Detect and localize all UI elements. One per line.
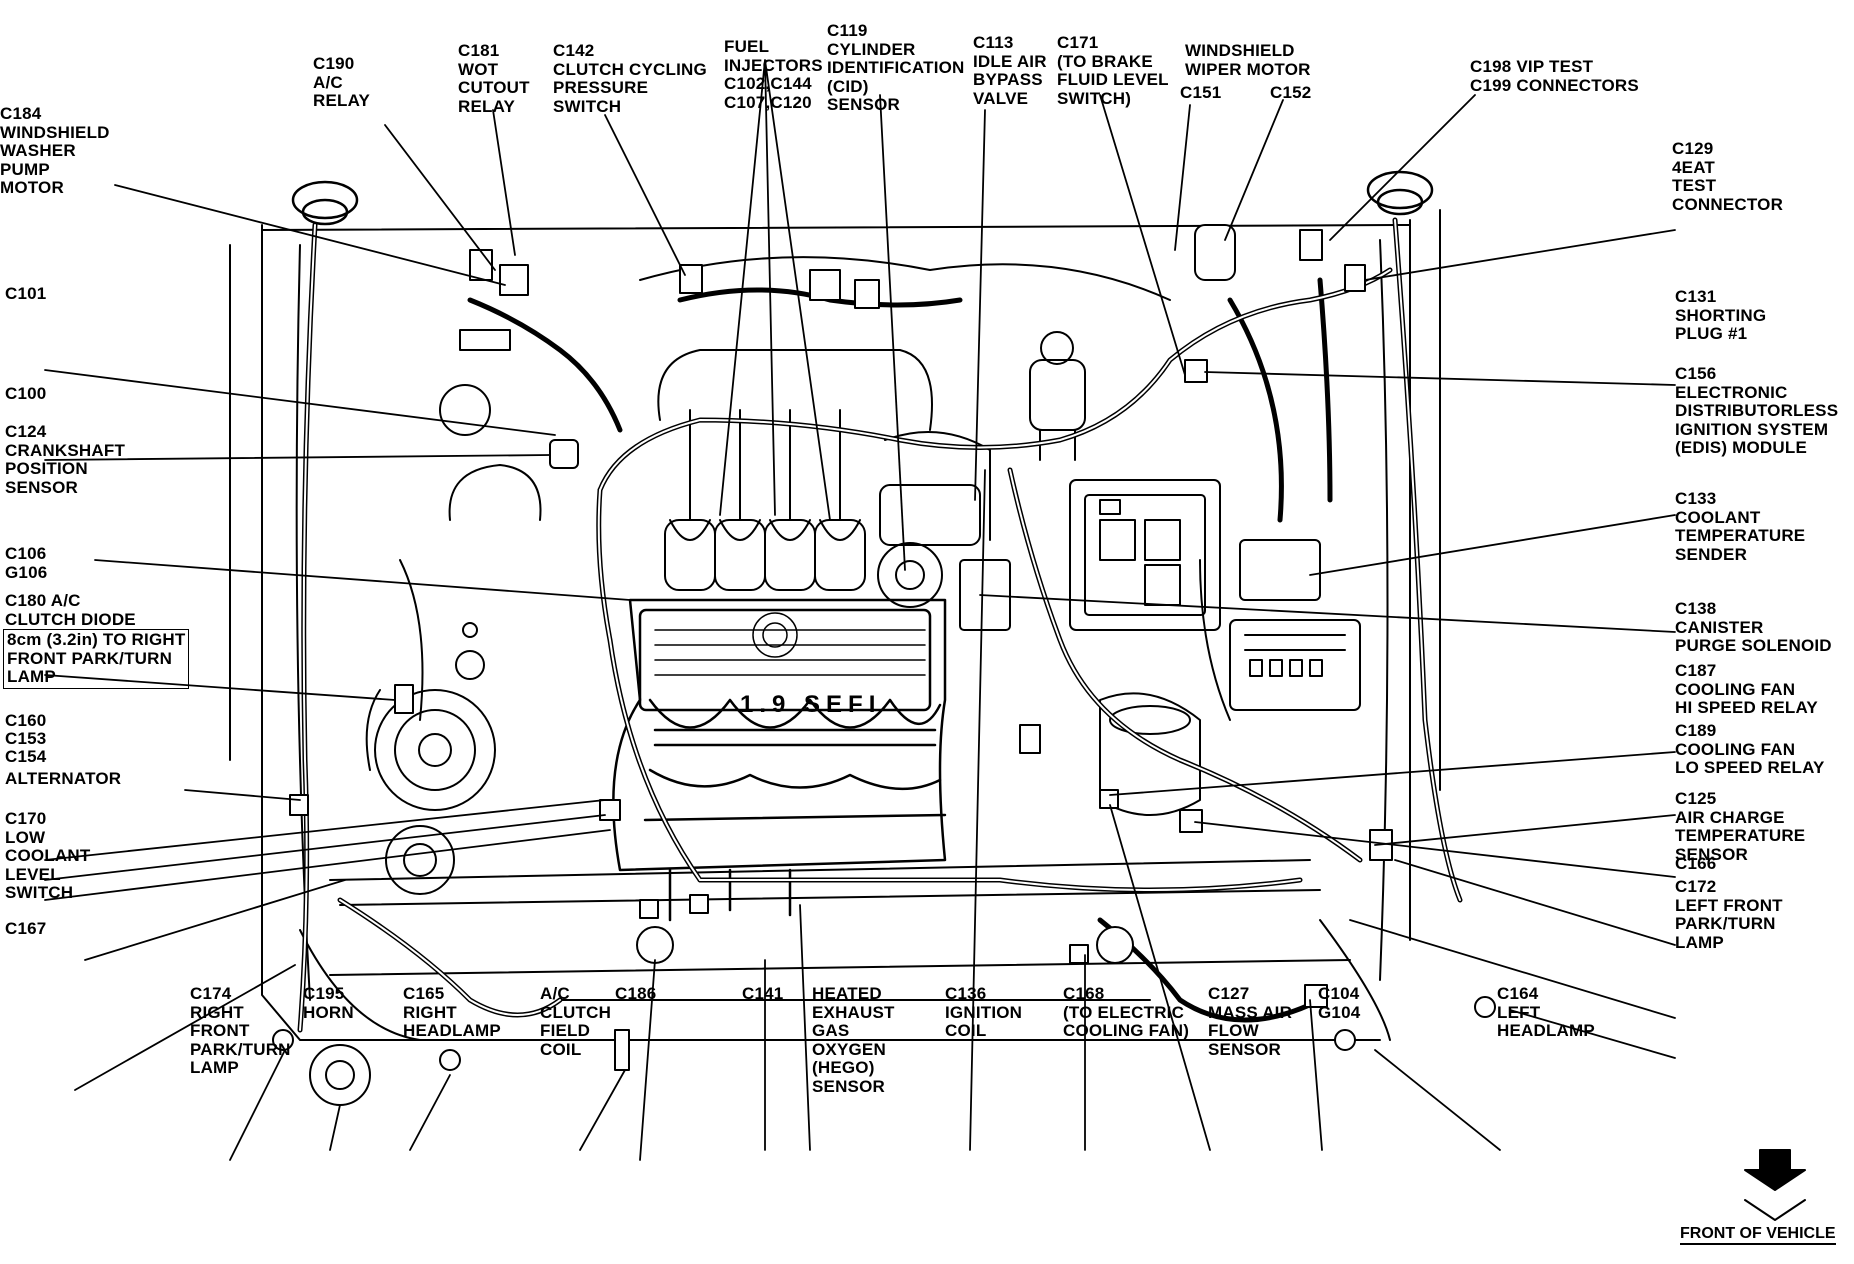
- label-ac-clutch-field-coil: A/C CLUTCH FIELD COIL: [540, 984, 612, 1059]
- label-c127: C127 MASS AIR FLOW SENSOR: [1208, 984, 1293, 1059]
- label-alternator: ALTERNATOR: [5, 769, 122, 788]
- label-c141: C141: [742, 984, 784, 1003]
- label-c195: C195 HORN: [303, 984, 354, 1022]
- harness-inner: [299, 219, 1461, 1031]
- front-of-vehicle-label: FRONT OF VEHICLE: [1680, 1225, 1836, 1245]
- label-c164: C164 LEFT HEADLAMP: [1497, 984, 1595, 1040]
- label-c156: C156 ELECTRONIC DISTRIBUTORLESS IGNITION…: [1675, 364, 1839, 457]
- label-c124: C124 CRANKSHAFT POSITION SENSOR: [5, 422, 126, 497]
- label-8cm-note: 8cm (3.2in) TO RIGHT FRONT PARK/TURN LAM…: [3, 629, 190, 689]
- label-c138: C138 CANISTER PURGE SOLENOID: [1675, 599, 1832, 655]
- label-c187: C187 COOLING FAN HI SPEED RELAY: [1675, 661, 1818, 717]
- label-c167: C167: [5, 919, 47, 938]
- canister: [1099, 692, 1201, 816]
- label-c101: C101: [5, 284, 47, 303]
- coolant-reservoir: [439, 384, 542, 521]
- label-c181: C181 WOT CUTOUT RELAY: [458, 41, 530, 116]
- label-c131: C131 SHORTING PLUG #1: [1675, 287, 1767, 343]
- label-c165: C165 RIGHT HEADLAMP: [403, 984, 501, 1040]
- label-c154: C154: [5, 747, 47, 766]
- engine-badge: 1.9 SEFI: [740, 691, 881, 718]
- ac-compressor: [365, 689, 496, 811]
- label-c113: C113 IDLE AIR BYPASS VALVE: [973, 33, 1047, 108]
- engine-block: [612, 598, 947, 922]
- strut-caps: [291, 170, 1434, 226]
- label-c104: C104 G104: [1318, 984, 1361, 1022]
- front-arrow-icon: [1744, 1149, 1806, 1221]
- vehicle-body-outline: [229, 209, 1441, 1041]
- label-c180: C180 A/C CLUTCH DIODE: [5, 591, 136, 629]
- label-c151: C151: [1180, 83, 1222, 102]
- label-c184: C184 WINDSHIELD WASHER PUMP MOTOR: [0, 104, 110, 197]
- leader-lines: [44, 59, 1676, 1161]
- label-c172: C172 LEFT FRONT PARK/TURN LAMP: [1675, 877, 1783, 952]
- cylinder-head-ribs: [654, 612, 926, 676]
- edis-module: [1069, 479, 1221, 631]
- relay-box: [1229, 539, 1361, 711]
- label-c100: C100: [5, 384, 47, 403]
- label-c160: C160: [5, 711, 47, 730]
- label-c186: C186: [615, 984, 657, 1003]
- label-c152: C152: [1270, 83, 1312, 102]
- label-wiper-motor: WINDSHIELD WIPER MOTOR: [1185, 41, 1311, 79]
- intake-manifold: [657, 349, 933, 591]
- label-c168: C168 (TO ELECTRIC COOLING FAN): [1063, 984, 1190, 1040]
- label-fuel-injectors: FUEL INJECTORS C102,C144 C107,C120: [724, 37, 823, 112]
- label-c189: C189 COOLING FAN LO SPEED RELAY: [1675, 721, 1825, 777]
- label-c133: C133 COOLANT TEMPERATURE SENDER: [1675, 489, 1806, 564]
- label-c153: C153: [5, 729, 47, 748]
- label-c171: C171 (TO BRAKE FLUID LEVEL SWITCH): [1057, 33, 1169, 108]
- label-c119: C119 CYLINDER IDENTIFICATION (CID) SENSO…: [827, 21, 965, 114]
- label-c136: C136 IGNITION COIL: [945, 984, 1023, 1040]
- label-c142: C142 CLUTCH CYCLING PRESSURE SWITCH: [553, 41, 707, 116]
- label-c125: C125 AIR CHARGE TEMPERATURE SENSOR: [1675, 789, 1806, 864]
- label-hego-sensor: HEATED EXHAUST GAS OXYGEN (HEGO) SENSOR: [812, 984, 895, 1096]
- connectors: [272, 224, 1496, 1106]
- label-c106: C106 G106: [5, 544, 48, 582]
- label-c166: C166: [1675, 854, 1717, 873]
- label-c129: C129 4EAT TEST CONNECTOR: [1672, 139, 1784, 214]
- label-c170: C170 LOW COOLANT LEVEL SWITCH: [5, 809, 91, 902]
- alternator: [385, 622, 485, 895]
- label-c190: C190 A/C RELAY: [313, 54, 371, 110]
- throttle-body-and-coil: [877, 331, 1086, 631]
- label-c198: C198 VIP TEST C199 CONNECTORS: [1470, 57, 1639, 95]
- label-c174: C174 RIGHT FRONT PARK/TURN LAMP: [190, 984, 291, 1077]
